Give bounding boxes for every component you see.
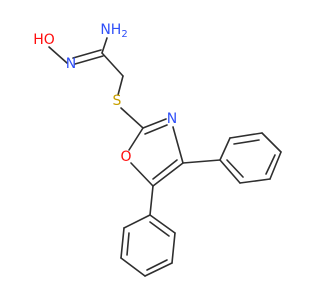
amine-label-main: NH [100,22,121,38]
bond-c2-n3-1 [142,118,167,129]
hydroxyl-label: HO [33,32,55,48]
amine-label: NH2 [100,22,127,40]
bond-o1-c2 [128,127,144,151]
bond-ph1-inner-3 [226,159,244,178]
bond-c4-c5-1 [152,162,184,187]
bond-s-c2 [120,107,144,129]
bond-n3-c4 [172,126,184,164]
bond-n-c-double-1 [72,49,102,59]
bond-ph2-inner-1 [126,232,130,256]
molecule-structure: HO N NH2 S N O [33,22,282,277]
oxazole-oxygen-label: O [120,149,131,165]
bond-c-nh2 [101,37,108,54]
bond-ph2-c [120,257,146,277]
amine-label-subscript: 2 [121,29,127,40]
bond-ph2-inner-3 [149,221,170,237]
bond-c-ch2 [101,52,124,77]
bond-group [48,37,282,277]
bond-ph1-f [219,159,241,184]
oxazole-nitrogen-label: N [167,111,177,127]
bond-ph2-inner-2 [146,259,168,271]
bond-o-n [48,46,68,64]
oxime-nitrogen-label: N [66,56,76,72]
bond-c5-o1 [130,162,154,187]
bond-ph1-a [219,137,231,161]
bond-n-c-double-2 [74,55,104,65]
bond-c2-n3-2 [144,124,168,135]
bond-ph1-e [239,178,271,184]
atom-labels: HO N NH2 S N O [33,22,177,165]
bond-c4-c5-2 [152,159,178,180]
bond-ph2-a [123,214,151,229]
bond-ph1-d [269,151,282,180]
bond-c4-ph1 [182,159,221,164]
bond-ph1-inner-2 [265,154,276,175]
bond-ph1-c [261,132,282,153]
bond-ph1-b [229,132,263,139]
bond-c5-ph2 [149,185,154,216]
thioether-sulfur-label: S [113,93,122,109]
bond-ph2-b [120,227,125,259]
bond-ch2-s [117,75,124,96]
bond-ph2-e [171,232,176,264]
bond-ph2-f [149,214,176,234]
bond-ph2-d [144,262,173,277]
bond-ph1-inner-1 [233,139,260,145]
